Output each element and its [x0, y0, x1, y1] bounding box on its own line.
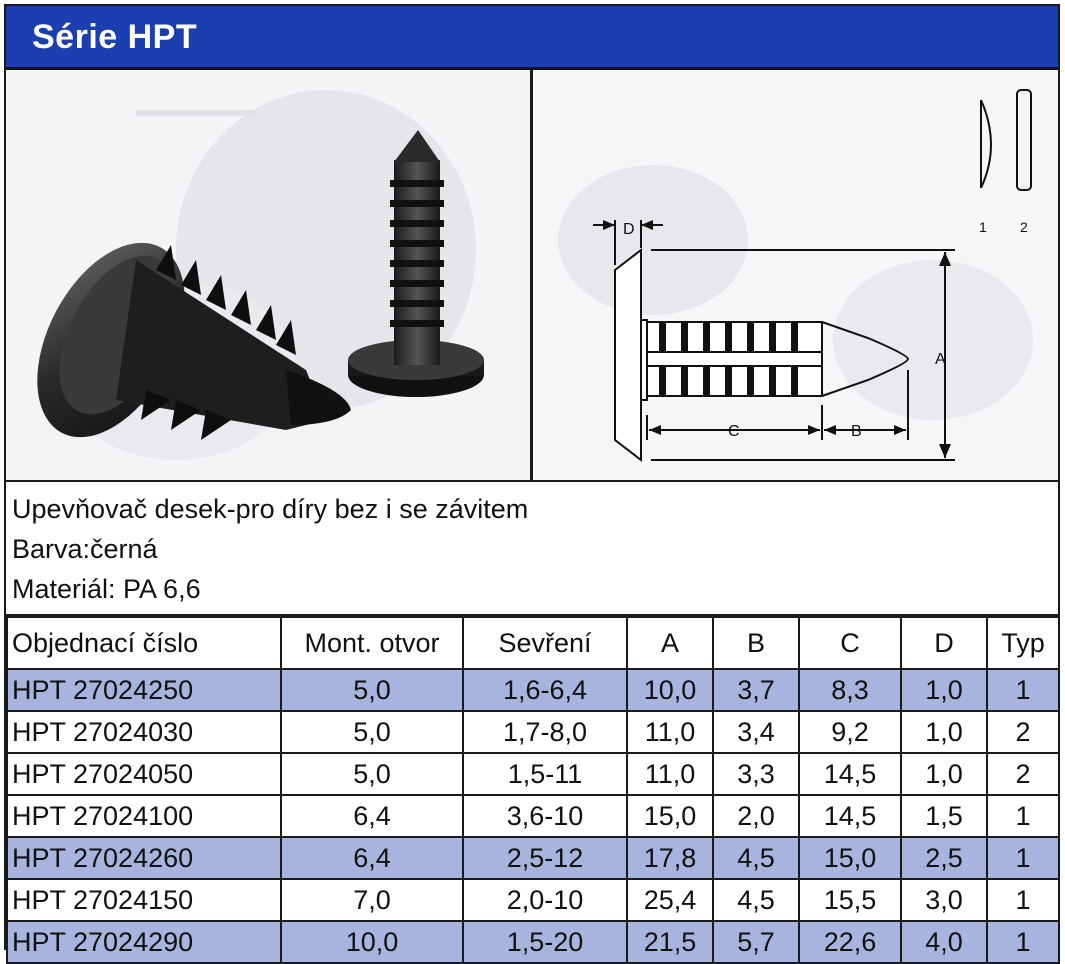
cell-dim-b: 3,4 — [712, 710, 800, 754]
image-panel: D A C B 1 2 — [6, 70, 1058, 482]
cell-mount-hole: 5,0 — [280, 668, 464, 712]
cell-mount-hole: 5,0 — [280, 710, 464, 754]
cell-dim-c: 22,6 — [798, 920, 902, 964]
cell-type: 2 — [986, 752, 1060, 796]
cell-dim-b: 3,3 — [712, 752, 800, 796]
spec-table-wrapper: Objednací číslo Mont. otvor Sevření A B … — [6, 616, 1060, 964]
technical-drawing-svg: D A C B 1 2 — [558, 89, 1033, 463]
dim-label-a: A — [935, 351, 946, 368]
variant-label-1: 1 — [979, 219, 987, 235]
variant-label-2: 2 — [1020, 219, 1028, 235]
cell-order-number: HPT 27024050 — [6, 752, 282, 796]
description-line-1: Upevňovač desek-pro díry bez i se závite… — [12, 494, 529, 524]
cell-dim-b: 4,5 — [712, 836, 800, 880]
dim-label-d: D — [623, 221, 635, 238]
cell-order-number: HPT 27024030 — [6, 710, 282, 754]
cell-order-number: HPT 27024260 — [6, 836, 282, 880]
product-photo-svg — [37, 90, 484, 460]
cell-grip-range: 2,5-12 — [462, 836, 628, 880]
header-dim-b: B — [712, 616, 800, 670]
cell-grip-range: 3,6-10 — [462, 794, 628, 838]
cell-dim-a: 17,8 — [626, 836, 714, 880]
cell-dim-d: 1,0 — [900, 710, 988, 754]
header-dim-c: C — [798, 616, 902, 670]
cell-dim-b: 5,7 — [712, 920, 800, 964]
cell-grip-range: 1,5-11 — [462, 752, 628, 796]
product-photo — [6, 70, 533, 480]
header-type: Typ — [986, 616, 1060, 670]
product-sheet: Série HPT — [4, 4, 1060, 964]
cell-order-number: HPT 27024150 — [6, 878, 282, 922]
cell-type: 1 — [986, 878, 1060, 922]
cell-dim-d: 1,0 — [900, 668, 988, 712]
header-mount-hole: Mont. otvor — [280, 616, 464, 670]
cell-mount-hole: 5,0 — [280, 752, 464, 796]
cell-grip-range: 2,0-10 — [462, 878, 628, 922]
cell-order-number: HPT 27024100 — [6, 794, 282, 838]
cell-type: 1 — [986, 836, 1060, 880]
cell-grip-range: 1,5-20 — [462, 920, 628, 964]
cell-type: 1 — [986, 794, 1060, 838]
cell-dim-a: 10,0 — [626, 668, 714, 712]
dim-label-b: B — [851, 423, 862, 440]
rib-set — [659, 322, 798, 396]
title-bar: Série HPT — [6, 6, 1058, 70]
dim-label-c: C — [728, 423, 740, 440]
cell-dim-a: 25,4 — [626, 878, 714, 922]
header-dim-d: D — [900, 616, 988, 670]
cell-dim-c: 14,5 — [798, 794, 902, 838]
cell-type: 1 — [986, 920, 1060, 964]
fastener-tilted-icon — [37, 242, 351, 440]
description-line-3: Materiál: PA 6,6 — [12, 574, 201, 604]
technical-drawing: D A C B 1 2 — [533, 70, 1058, 480]
cell-mount-hole: 6,4 — [280, 794, 464, 838]
cell-dim-c: 15,5 — [798, 878, 902, 922]
cell-dim-a: 11,0 — [626, 710, 714, 754]
cell-dim-c: 15,0 — [798, 836, 902, 880]
cell-dim-c: 14,5 — [798, 752, 902, 796]
cell-order-number: HPT 27024250 — [6, 668, 282, 712]
cell-grip-range: 1,7-8,0 — [462, 710, 628, 754]
cell-dim-d: 1,0 — [900, 752, 988, 796]
cell-dim-a: 21,5 — [626, 920, 714, 964]
cell-dim-d: 3,0 — [900, 878, 988, 922]
cell-dim-a: 15,0 — [626, 794, 714, 838]
cell-type: 1 — [986, 668, 1060, 712]
cell-dim-d: 1,5 — [900, 794, 988, 838]
cell-dim-d: 4,0 — [900, 920, 988, 964]
table-header-row: Objednací číslo Mont. otvor Sevření A B … — [6, 616, 1060, 670]
cell-dim-b: 3,7 — [712, 668, 800, 712]
page-title: Série HPT — [32, 18, 198, 56]
cell-dim-c: 9,2 — [798, 710, 902, 754]
cell-dim-b: 2,0 — [712, 794, 800, 838]
cell-mount-hole: 10,0 — [280, 920, 464, 964]
cell-mount-hole: 6,4 — [280, 836, 464, 880]
cell-order-number: HPT 27024290 — [6, 920, 282, 964]
fastener-upright-icon — [348, 130, 484, 397]
description-line-2: Barva:černá — [12, 534, 158, 564]
spec-table: Objednací číslo Mont. otvor Sevření A B … — [6, 616, 1060, 964]
cell-dim-a: 11,0 — [626, 752, 714, 796]
product-description: Upevňovač desek-pro díry bez i se závite… — [6, 482, 1058, 616]
cell-dim-c: 8,3 — [798, 668, 902, 712]
header-order-number: Objednací číslo — [6, 616, 282, 670]
cell-grip-range: 1,6-6,4 — [462, 668, 628, 712]
header-dim-a: A — [626, 616, 714, 670]
cell-dim-d: 2,5 — [900, 836, 988, 880]
cell-dim-b: 4,5 — [712, 878, 800, 922]
cell-type: 2 — [986, 710, 1060, 754]
header-grip-range: Sevření — [462, 616, 628, 670]
cell-mount-hole: 7,0 — [280, 878, 464, 922]
